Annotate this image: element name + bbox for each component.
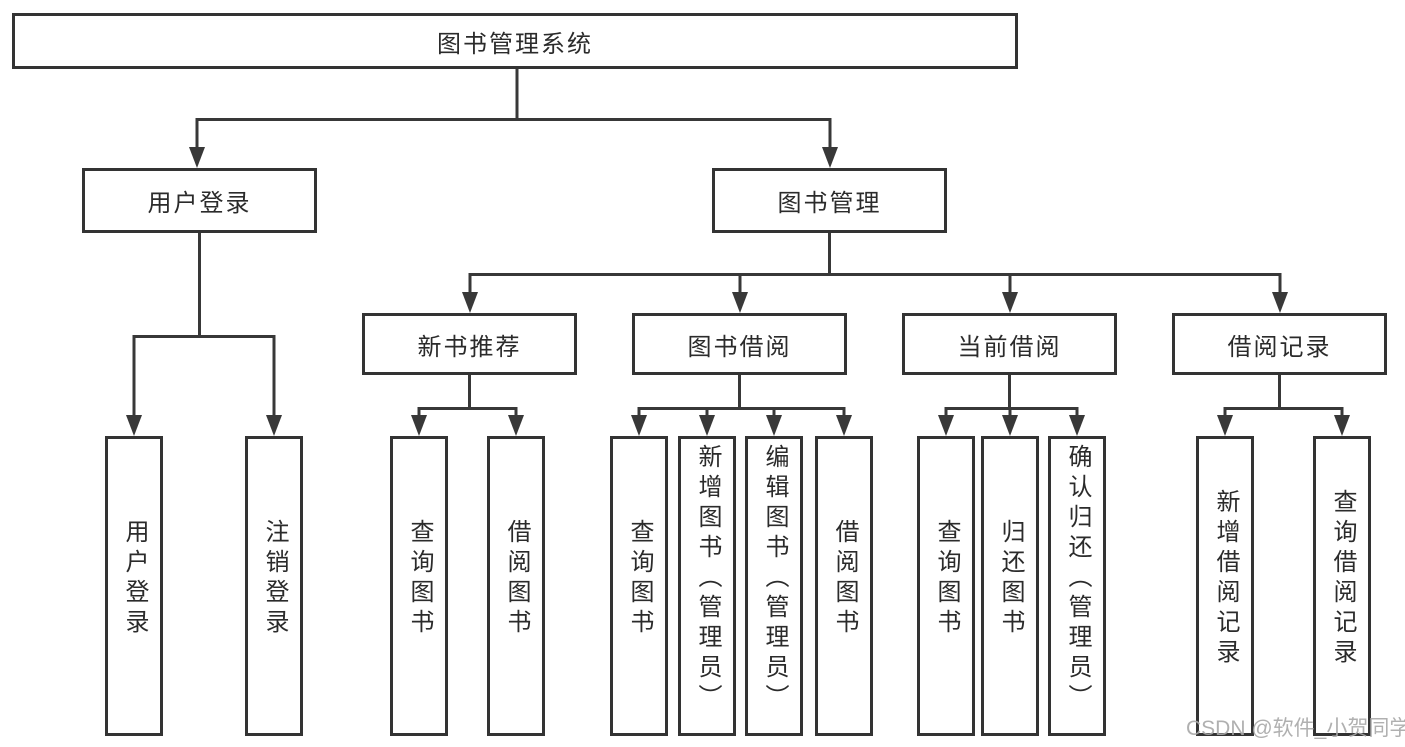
node-user-login: 用户登录 bbox=[82, 168, 317, 233]
arrowhead bbox=[836, 415, 852, 436]
leaf-add-borrow-record: 新增借阅记录 bbox=[1196, 436, 1254, 736]
leaf-borrow-query-book: 查询图书 bbox=[610, 436, 668, 736]
connector-segment bbox=[1223, 407, 1344, 419]
leaf-user-login: 用户登录 bbox=[105, 436, 163, 736]
node-book-borrow-label: 图书借阅 bbox=[687, 333, 792, 361]
leaf-newbook-query-book: 查询图书 bbox=[390, 436, 448, 736]
node-book-mgmt: 图书管理 bbox=[712, 168, 947, 233]
leaf-current-query-book: 查询图书 bbox=[917, 436, 975, 736]
node-current-borrow-label: 当前借阅 bbox=[957, 333, 1062, 361]
connector-segment bbox=[468, 273, 1282, 296]
node-book-mgmt-label: 图书管理 bbox=[777, 190, 882, 217]
arrowhead bbox=[411, 415, 427, 436]
node-current-borrow: 当前借阅 bbox=[902, 313, 1117, 375]
node-borrow-records: 借阅记录 bbox=[1172, 313, 1387, 375]
branch-new-book bbox=[411, 373, 524, 436]
leaf-confirm-return-admin: 确认归还（管理员） bbox=[1048, 436, 1106, 736]
branch-borrow-records bbox=[1217, 373, 1350, 436]
arrowhead bbox=[266, 415, 282, 436]
leaf-newbook-borrow-book: 借阅图书 bbox=[487, 436, 545, 736]
arrowhead bbox=[189, 147, 205, 168]
leaf-newbook-borrow-book-label: 借阅图书 bbox=[503, 519, 530, 639]
leaf-borrow-query-book-label: 查询图书 bbox=[626, 519, 653, 639]
leaf-confirm-return-admin-label: 确认归还（管理员） bbox=[1064, 444, 1091, 714]
connector-segment bbox=[132, 335, 276, 418]
leaf-logout: 注销登录 bbox=[245, 436, 303, 736]
leaf-return-book: 归还图书 bbox=[981, 436, 1039, 736]
leaf-edit-book-admin-label: 编辑图书（管理员） bbox=[761, 444, 788, 714]
csdn-watermark: CSDN @软件_小贺同学 bbox=[1186, 717, 1405, 740]
leaf-edit-book-admin: 编辑图书（管理员） bbox=[745, 436, 803, 736]
leaf-newbook-query-book-label: 查询图书 bbox=[406, 519, 433, 639]
leaf-borrow-book-label: 借阅图书 bbox=[831, 519, 858, 639]
node-borrow-records-label: 借阅记录 bbox=[1227, 333, 1332, 361]
arrowhead bbox=[462, 292, 478, 313]
leaf-add-book-admin: 新增图书（管理员） bbox=[678, 436, 736, 736]
arrowhead bbox=[766, 415, 782, 436]
leaf-logout-label: 注销登录 bbox=[261, 519, 288, 639]
node-root-label: 图书管理系统 bbox=[437, 30, 593, 58]
arrowhead bbox=[1002, 292, 1018, 313]
node-book-borrow: 图书借阅 bbox=[632, 313, 847, 375]
branch-book-mgmt bbox=[462, 231, 1288, 313]
leaf-return-book-label: 归还图书 bbox=[997, 519, 1024, 639]
connector-segment bbox=[195, 118, 832, 152]
arrowhead bbox=[732, 292, 748, 313]
arrowhead bbox=[631, 415, 647, 436]
branch-book-borrow bbox=[631, 373, 852, 436]
arrowhead bbox=[1217, 415, 1233, 436]
leaf-query-borrow-record: 查询借阅记录 bbox=[1313, 436, 1371, 736]
arrowhead bbox=[1334, 415, 1350, 436]
node-root: 图书管理系统 bbox=[12, 13, 1018, 69]
arrowhead bbox=[1069, 415, 1085, 436]
branch-user-login bbox=[126, 231, 282, 436]
branch-root bbox=[189, 68, 838, 168]
connector-segment bbox=[417, 407, 518, 419]
leaf-query-borrow-record-label: 查询借阅记录 bbox=[1329, 489, 1356, 669]
arrowhead bbox=[1272, 292, 1288, 313]
branch-current-borrow bbox=[938, 373, 1085, 436]
arrowhead bbox=[1002, 415, 1018, 436]
node-new-book-rec: 新书推荐 bbox=[362, 313, 577, 375]
leaf-borrow-book: 借阅图书 bbox=[815, 436, 873, 736]
leaf-add-borrow-record-label: 新增借阅记录 bbox=[1212, 489, 1239, 669]
arrowhead bbox=[126, 415, 142, 436]
arrowhead bbox=[699, 415, 715, 436]
arrowhead bbox=[938, 415, 954, 436]
arrowhead bbox=[508, 415, 524, 436]
leaf-add-book-admin-label: 新增图书（管理员） bbox=[694, 444, 721, 714]
node-new-book-rec-label: 新书推荐 bbox=[417, 333, 522, 361]
leaf-user-login-label: 用户登录 bbox=[121, 519, 148, 639]
arrowhead bbox=[822, 147, 838, 168]
node-user-login-label: 用户登录 bbox=[147, 190, 252, 217]
connector-segment bbox=[637, 407, 846, 419]
leaf-current-query-book-label: 查询图书 bbox=[933, 519, 960, 639]
